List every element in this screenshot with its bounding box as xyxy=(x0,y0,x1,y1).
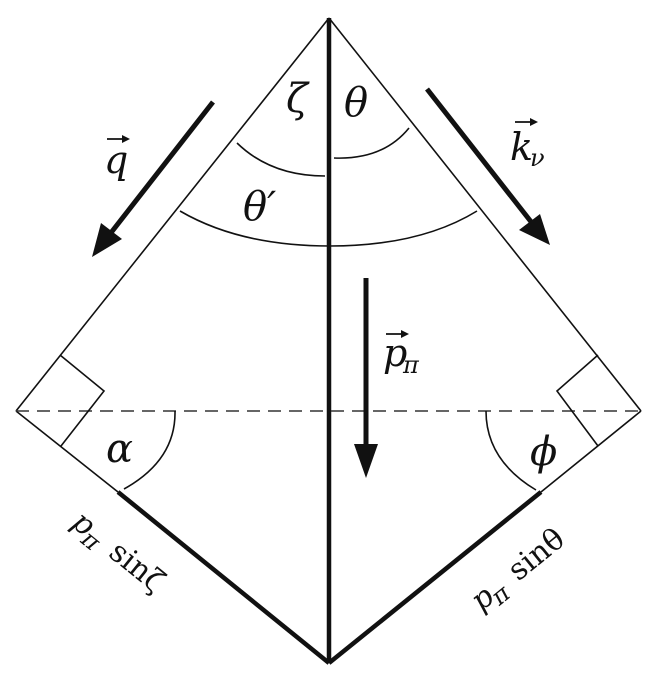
theta-arc xyxy=(333,127,410,159)
right-lower-edge-thin xyxy=(540,410,642,493)
label-theta: θ xyxy=(344,80,368,126)
theta-prime-arc xyxy=(179,210,478,247)
left-lower-edge-thin xyxy=(15,410,119,493)
label-zeta: ζ xyxy=(286,76,310,122)
left-side-length-label: p π sinζ xyxy=(65,504,171,600)
left-upper-edge xyxy=(15,17,330,412)
q-arrow-head xyxy=(92,223,122,257)
label-phi: ϕ xyxy=(530,429,557,475)
q-arrow-shaft xyxy=(108,100,215,236)
k-symbol: k xyxy=(510,125,533,169)
p-symbol: p xyxy=(383,331,407,375)
k-vector-arrow-tip xyxy=(530,118,538,126)
q-symbol: q xyxy=(104,138,128,182)
phi-arc xyxy=(485,410,537,491)
k-arrow-head xyxy=(519,214,550,245)
q-vector-arrow-tip xyxy=(122,135,130,143)
k-arrow-shaft xyxy=(425,87,534,225)
right-side-length-label: p π sinθ xyxy=(464,522,572,619)
p-subscript: π xyxy=(402,351,420,379)
right-right-angle-mark xyxy=(555,354,599,447)
left-right-angle-mark xyxy=(59,354,106,447)
p-arrow-head xyxy=(354,444,378,478)
vector-q-label: q xyxy=(104,135,130,182)
right-fn: sinθ xyxy=(501,522,572,588)
right-upper-edge xyxy=(328,17,642,412)
left-fn: sinζ xyxy=(102,534,171,599)
label-alpha: α xyxy=(106,426,133,472)
left-lower-edge-thick xyxy=(116,490,331,665)
alpha-arc xyxy=(123,410,176,490)
k-subscript: ν xyxy=(530,144,545,172)
p-vector-arrow-tip xyxy=(401,330,409,338)
label-theta-prime: θ′ xyxy=(243,184,276,230)
vector-k-label: k ν xyxy=(510,118,545,172)
vector-p-label: p π xyxy=(383,330,420,379)
zeta-arc xyxy=(236,142,326,177)
right-lower-edge-thick xyxy=(327,490,543,665)
